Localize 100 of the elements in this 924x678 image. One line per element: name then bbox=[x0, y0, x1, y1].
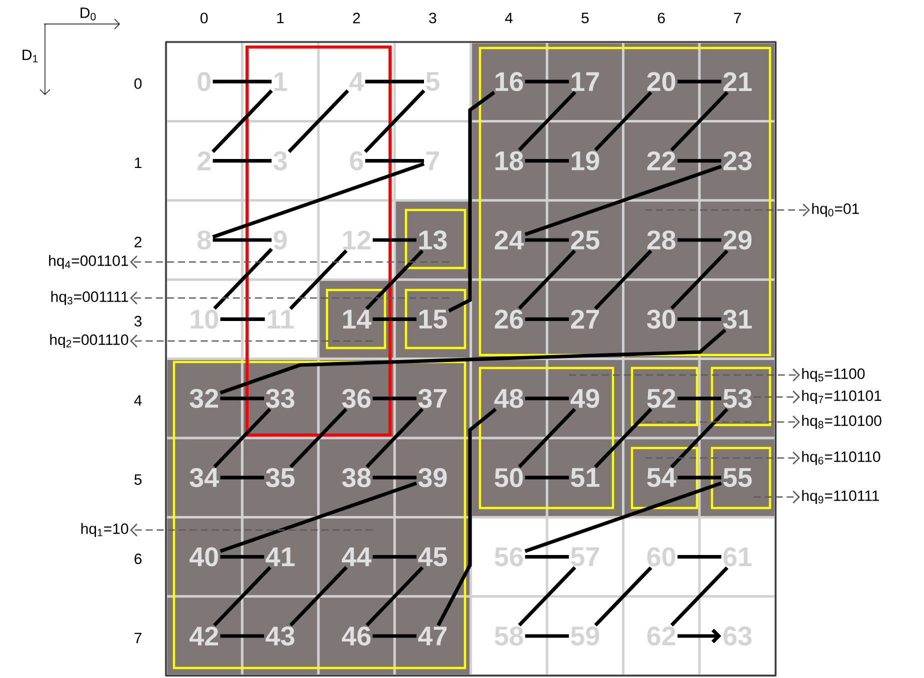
curve-segment bbox=[525, 476, 569, 480]
curve-segment bbox=[212, 238, 272, 242]
curve-segment bbox=[518, 90, 576, 152]
query-label: hq$_{4}$=001101 bbox=[49, 255, 128, 269]
query-label: hq$_{7}$=110101 bbox=[802, 390, 882, 404]
curve-segment bbox=[213, 408, 272, 468]
query-label: hq$_{9}$=110111 bbox=[802, 490, 879, 504]
cell-number: 14 bbox=[343, 310, 372, 328]
axis-label: D$_{1}$ bbox=[22, 50, 38, 62]
cell-number: 25 bbox=[571, 230, 600, 250]
curve-segment bbox=[678, 159, 722, 163]
query-label: hq$_{1}$=10 bbox=[81, 523, 128, 537]
curve-segment bbox=[525, 555, 569, 559]
leader-arrow bbox=[645, 204, 810, 216]
cell-number: 49 bbox=[570, 388, 600, 408]
query-label: hq$_{5}$=1100 bbox=[802, 368, 865, 382]
curve-segment bbox=[289, 249, 348, 310]
curve-segment bbox=[525, 396, 569, 400]
cell-number: 29 bbox=[723, 230, 752, 250]
leader-arrow bbox=[645, 416, 800, 428]
cell-number: 28 bbox=[647, 230, 676, 250]
cell-number: 16 bbox=[496, 72, 523, 92]
curve-segment bbox=[678, 317, 722, 321]
leader-arrow bbox=[754, 490, 800, 504]
cell-number: 42 bbox=[190, 626, 218, 646]
column-header: 3 bbox=[429, 12, 436, 24]
curve-segment bbox=[220, 482, 418, 553]
column-header: 1 bbox=[277, 12, 284, 24]
curve-segment bbox=[220, 555, 264, 559]
cell-number: 41 bbox=[266, 548, 295, 566]
cell-number: 37 bbox=[418, 388, 447, 408]
curve-segment bbox=[372, 317, 416, 321]
curve-segment bbox=[678, 396, 722, 400]
column-header: 4 bbox=[505, 12, 513, 24]
curve-segment bbox=[436, 408, 497, 626]
curve-segment bbox=[678, 80, 722, 84]
curve-segment bbox=[289, 408, 348, 468]
cell-number: 24 bbox=[494, 230, 524, 250]
cell-number: 19 bbox=[572, 151, 600, 170]
column-header: 7 bbox=[734, 12, 741, 24]
cell-number: 51 bbox=[570, 468, 600, 488]
query-label: hq$_{8}$=110100 bbox=[802, 415, 882, 429]
curve-segment bbox=[524, 164, 722, 236]
curve-segment bbox=[372, 634, 416, 638]
curve-segment bbox=[220, 634, 264, 638]
curve-segment bbox=[670, 566, 728, 626]
curve-segment bbox=[220, 328, 726, 394]
query-label: hq$_{6}$=110110 bbox=[802, 451, 880, 465]
cell-number: 21 bbox=[723, 72, 752, 92]
cell-number: 35 bbox=[266, 468, 295, 488]
column-header: 6 bbox=[658, 12, 665, 24]
column-header: 0 bbox=[200, 12, 208, 24]
curve-segment bbox=[213, 566, 272, 627]
cell-number: 50 bbox=[494, 468, 523, 488]
row-header: 4 bbox=[134, 395, 142, 406]
curve-segment bbox=[366, 408, 424, 468]
cell-number: 55 bbox=[723, 468, 752, 488]
cell-number: 45 bbox=[418, 547, 447, 566]
cell-number: 43 bbox=[266, 626, 294, 646]
cell-number: 52 bbox=[647, 388, 676, 408]
curve-segment bbox=[525, 159, 569, 163]
curve-segment bbox=[525, 634, 569, 638]
curve-segment bbox=[372, 555, 416, 559]
leader-arrow bbox=[645, 452, 800, 464]
cell-number: 46 bbox=[342, 626, 371, 646]
row-header: 1 bbox=[134, 158, 142, 168]
column-header: 2 bbox=[353, 12, 360, 24]
cell-number: 15 bbox=[419, 310, 447, 329]
leader-arrow bbox=[130, 524, 373, 536]
cell-number: 32 bbox=[190, 388, 218, 408]
curve-segment bbox=[594, 250, 652, 310]
column-header: 5 bbox=[582, 12, 589, 24]
curve-segment bbox=[372, 396, 416, 400]
cell-number: 36 bbox=[342, 388, 371, 408]
curve-segment bbox=[372, 476, 416, 480]
query-label: hq$_{0}$=01 bbox=[812, 203, 859, 217]
curve-segment bbox=[518, 566, 576, 626]
cell-number: 20 bbox=[647, 72, 676, 92]
row-header: 5 bbox=[134, 474, 142, 485]
curve-segment bbox=[518, 408, 576, 468]
curve-segment bbox=[594, 566, 652, 626]
curve-segment bbox=[678, 555, 722, 559]
curve-segment bbox=[212, 89, 273, 153]
curve-arrow bbox=[678, 628, 722, 644]
row-header: 6 bbox=[134, 554, 142, 564]
curve-segment bbox=[220, 476, 264, 480]
curve-segment bbox=[365, 250, 424, 310]
cell-number: 27 bbox=[571, 310, 599, 329]
curve-segment bbox=[288, 89, 350, 153]
curve-segment bbox=[525, 317, 569, 321]
curve-segment bbox=[670, 250, 728, 310]
cell-number: 31 bbox=[723, 310, 752, 329]
row-header: 3 bbox=[134, 316, 142, 326]
cell-number: 40 bbox=[190, 547, 218, 566]
leader-arrow bbox=[754, 390, 800, 404]
leader-arrow bbox=[568, 368, 800, 382]
curve-segment bbox=[220, 396, 264, 400]
curve-segment bbox=[594, 91, 652, 152]
cell-number: 22 bbox=[647, 151, 676, 170]
leader-arrow bbox=[130, 256, 449, 268]
